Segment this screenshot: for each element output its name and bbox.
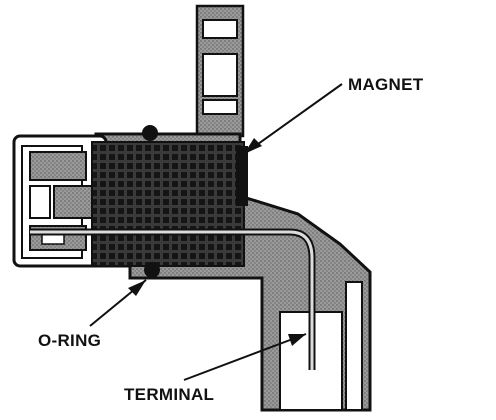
terminal-wire bbox=[30, 228, 316, 370]
coil-winding bbox=[91, 141, 245, 267]
terminal-label: TERMINAL bbox=[124, 385, 214, 404]
leader-lines bbox=[89, 83, 343, 381]
mounting-tab bbox=[195, 4, 245, 138]
magnet-core bbox=[236, 146, 248, 206]
o-ring-label: O-RING bbox=[38, 331, 101, 350]
magnet-label: MAGNET bbox=[348, 75, 424, 94]
o-ring-seals bbox=[142, 125, 160, 278]
